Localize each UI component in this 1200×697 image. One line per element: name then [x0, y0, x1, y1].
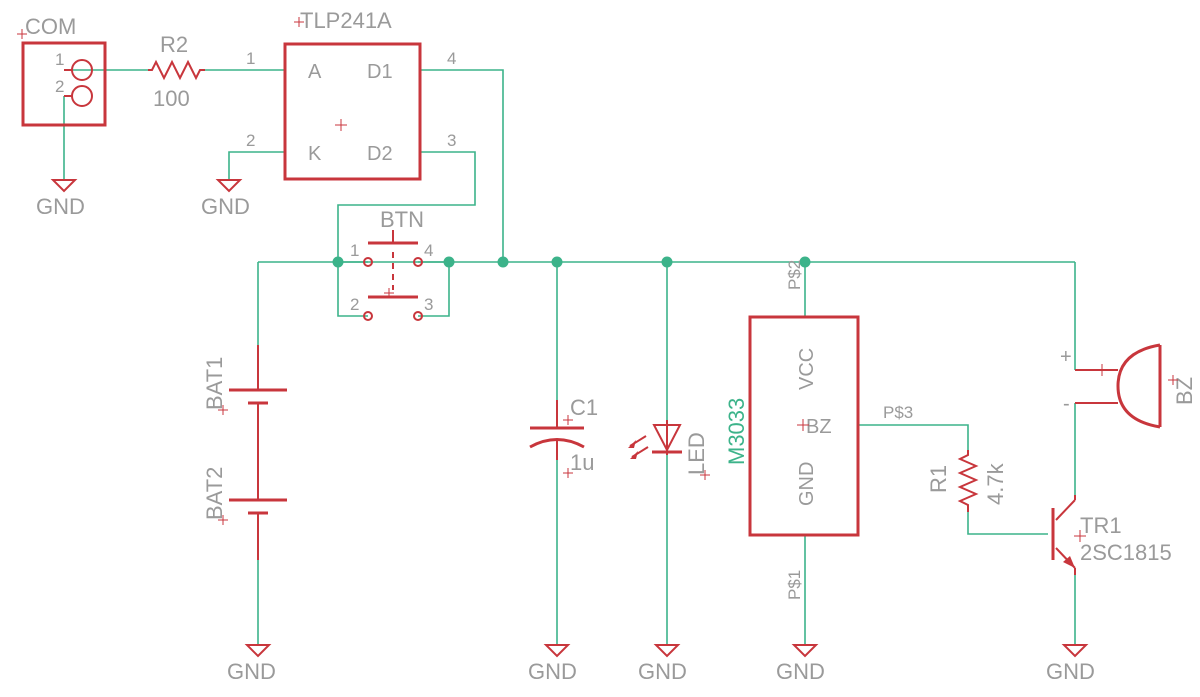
btn-pin4-num: 4: [424, 241, 433, 260]
gnd-symbol: GND: [638, 644, 687, 684]
tlp-pin-k-label: K: [308, 143, 322, 165]
tlp-pin-d1-label: D1: [367, 61, 393, 83]
wires: [63, 69, 1076, 645]
junction-dot: [332, 256, 344, 268]
resistor-r1: R1 4.7k: [926, 450, 1008, 512]
led-label: LED: [684, 432, 709, 475]
r1-name-label: R1: [926, 465, 951, 493]
tr1-value-label: 2SC1815: [1080, 540, 1172, 565]
junctions: [332, 256, 811, 268]
gnd-symbol: GND: [201, 179, 250, 219]
battery-bat1: BAT1: [202, 345, 287, 500]
btn-name-label: BTN: [380, 207, 424, 232]
gnd-symbol: GND: [1046, 644, 1095, 684]
gnd-symbol: GND: [776, 644, 825, 684]
gnd-symbol: GND: [36, 179, 85, 219]
led: LED: [628, 420, 710, 480]
c1-name-label: C1: [570, 395, 598, 420]
gnd-symbols: GND GND GND GND GND GND GND: [36, 179, 1095, 684]
buzzer-bz: + - BZ: [1060, 343, 1197, 429]
junction-dot: [799, 256, 811, 268]
bz-name-label: BZ: [1172, 377, 1197, 405]
ic-ps1-label: P$1: [785, 570, 804, 600]
tlp-pin3-num: 3: [447, 131, 456, 150]
bat2-label: BAT2: [202, 467, 227, 520]
gnd-symbol: GND: [528, 644, 577, 684]
resistor-r2: R2 100: [148, 32, 205, 111]
gnd-label: GND: [1046, 659, 1095, 684]
capacitor-c1: C1 1u: [529, 395, 598, 478]
tlp-pin1-num: 1: [246, 49, 255, 68]
gnd-label: GND: [201, 194, 250, 219]
ic-name-label: M3033: [724, 398, 749, 465]
junction-dot: [661, 256, 673, 268]
com-pin1-label: 1: [55, 50, 64, 69]
gnd-label: GND: [227, 659, 276, 684]
bat1-label: BAT1: [202, 357, 227, 410]
ic-ps3-label: P$3: [883, 403, 913, 422]
tlp241a-relay: TLP241A A K D1 D2 1 2 4 3: [246, 8, 456, 181]
tr1-name-label: TR1: [1080, 513, 1122, 538]
battery-bat2: BAT2: [202, 467, 287, 560]
ic-bz-label: BZ: [806, 416, 832, 438]
ic-ps2-label: P$2: [785, 260, 804, 290]
bz-minus-label: -: [1063, 393, 1070, 415]
gnd-label: GND: [638, 659, 687, 684]
junction-dot: [497, 256, 509, 268]
ic-gnd-label: GND: [796, 462, 818, 506]
push-button: BTN 1 4 2 3: [350, 207, 433, 321]
gnd-symbol: GND: [227, 644, 276, 684]
tlp-pin4-num: 4: [447, 49, 456, 68]
transistor-tr1: TR1 2SC1815: [1051, 495, 1172, 575]
tlp-pin2-num: 2: [246, 131, 255, 150]
gnd-label: GND: [528, 659, 577, 684]
junction-dot: [551, 256, 563, 268]
gnd-label: GND: [776, 659, 825, 684]
r2-value-label: 100: [153, 86, 190, 111]
c1-value-label: 1u: [570, 450, 594, 475]
junction-dot: [443, 256, 455, 268]
r2-name-label: R2: [160, 32, 188, 57]
ic-m3033: M3033 VCC GND BZ P$2 P$1 P$3: [724, 260, 913, 600]
btn-pin2-num: 2: [350, 295, 359, 314]
tlp-name-label: TLP241A: [300, 8, 392, 33]
bz-plus-label: +: [1060, 346, 1072, 368]
tlp-pin-d2-label: D2: [367, 143, 393, 165]
gnd-label: GND: [36, 194, 85, 219]
ic-vcc-label: VCC: [796, 348, 818, 390]
btn-pin3-num: 3: [424, 295, 433, 314]
com-connector: COM 1 2: [17, 14, 107, 127]
r1-value-label: 4.7k: [983, 462, 1008, 505]
btn-pin1-num: 1: [350, 241, 359, 260]
com-pin2-label: 2: [55, 77, 64, 96]
com-label: COM: [25, 14, 76, 39]
tlp-pin-a-label: A: [308, 61, 322, 83]
